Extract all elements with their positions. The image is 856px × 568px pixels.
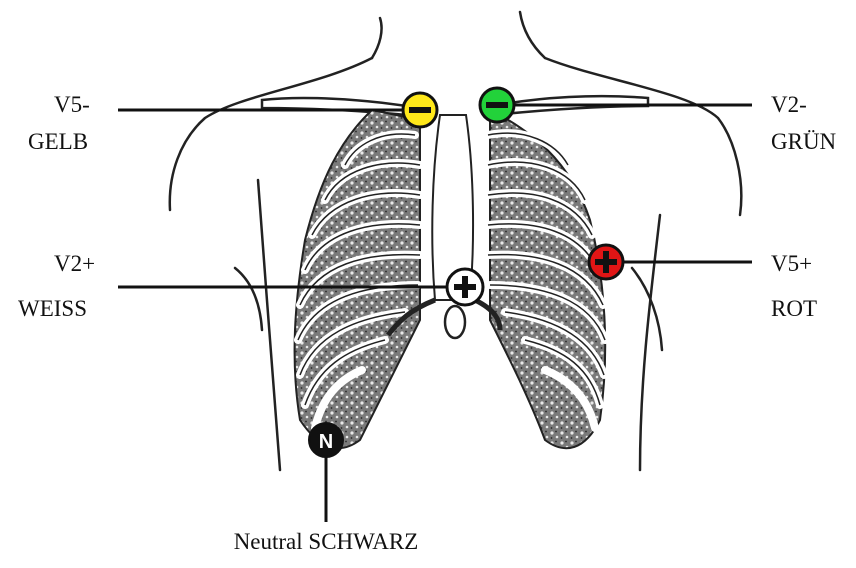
label-gruen: GRÜN <box>771 125 836 159</box>
armpit-left-line <box>235 268 262 330</box>
electrode-v2-plus <box>447 269 483 305</box>
label-v5-minus-line2: GELB <box>28 125 88 159</box>
label-v5-minus: V5- <box>54 88 90 122</box>
label-v2-plus-line2: WEISS <box>18 292 87 326</box>
neck-right-line <box>520 12 545 58</box>
label-v2-minus-line1: V2- <box>771 88 807 122</box>
electrode-v2-minus <box>480 88 514 122</box>
label-neutral: Neutral SCHWARZ <box>196 525 456 559</box>
xiphoid <box>445 306 465 338</box>
label-neutral-text: Neutral SCHWARZ <box>196 525 456 559</box>
label-v2-plus-line1: V2+ <box>54 247 95 281</box>
label-gelb: GELB <box>28 125 88 159</box>
label-weiss: WEISS <box>18 292 87 326</box>
label-v5-plus-line1: V5+ <box>771 247 812 281</box>
label-v5-plus-line2: ROT <box>771 292 817 326</box>
electrode-v5-plus <box>589 245 623 279</box>
electrode-v5-minus <box>403 93 437 127</box>
label-v5-minus-line1: V5- <box>54 88 90 122</box>
clavicle-left <box>262 98 418 116</box>
neutral-electrode-symbol: N <box>319 431 333 453</box>
label-v2-plus: V2+ <box>54 247 95 281</box>
label-v2-minus: V2- <box>771 88 807 122</box>
neck-left-line <box>372 18 382 58</box>
waist-right-line <box>640 215 660 470</box>
label-rot: ROT <box>771 292 817 326</box>
label-v5-plus: V5+ <box>771 247 812 281</box>
electrode-neutral: N <box>309 423 343 457</box>
label-v2-minus-line2: GRÜN <box>771 125 836 159</box>
